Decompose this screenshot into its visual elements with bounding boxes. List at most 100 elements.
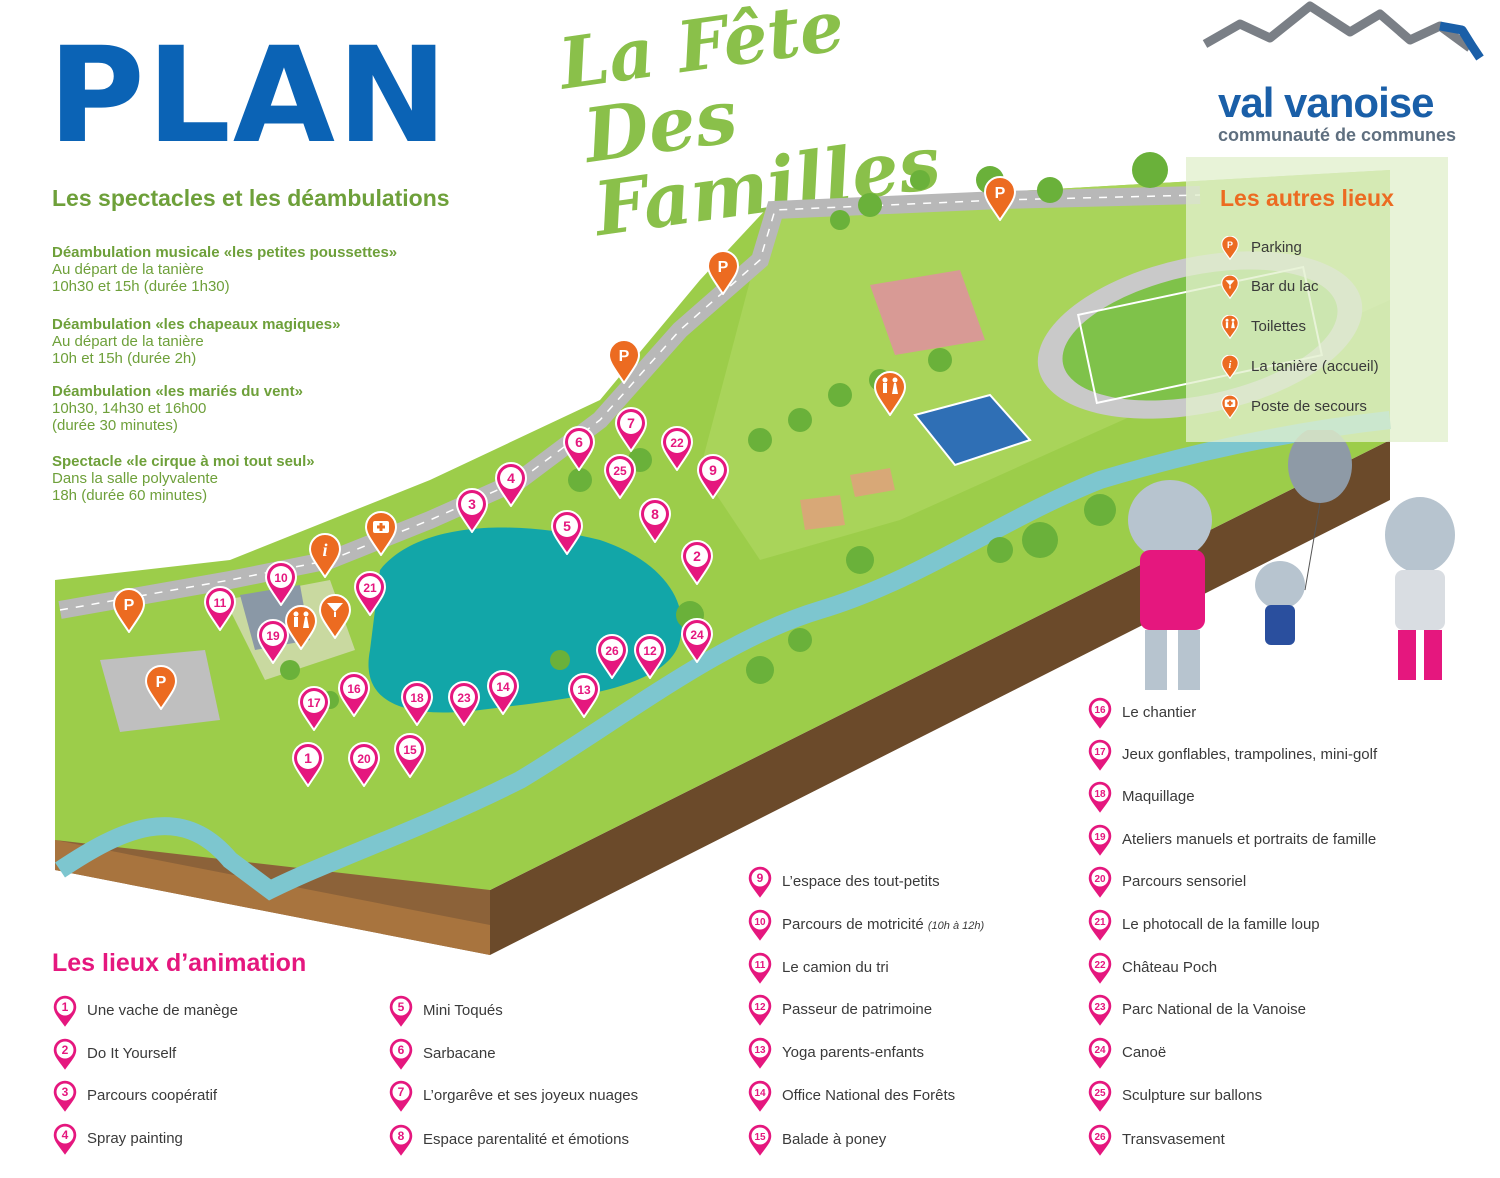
map-marker-5[interactable]: 5 — [550, 509, 584, 555]
other-places-title: Les autres lieux — [1220, 185, 1394, 211]
svg-text:18: 18 — [1094, 789, 1106, 800]
map-first-aid-marker[interactable] — [364, 510, 398, 556]
number-pin-icon: 1 — [52, 995, 78, 1029]
svg-text:14: 14 — [754, 1088, 766, 1099]
map-marker-24[interactable]: 24 — [680, 617, 714, 663]
map-marker-number: 5 — [563, 518, 571, 534]
other-place-label: La tanière (accueil) — [1251, 358, 1379, 375]
map-marker-15[interactable]: 15 — [393, 732, 427, 778]
spectacle-item: Spectacle «le cirque à moi tout seul» Da… — [52, 453, 472, 504]
map-marker-13[interactable]: 13 — [567, 672, 601, 718]
map-marker-number: 21 — [363, 581, 377, 595]
map-marker-7[interactable]: 7 — [614, 406, 648, 452]
legend-label: Parcours sensoriel — [1122, 873, 1247, 890]
number-pin-icon: 5 — [388, 995, 414, 1029]
spectacle-item: Déambulation «les mariés du vent» 10h30,… — [52, 383, 472, 434]
map-marker-18[interactable]: 18 — [400, 680, 434, 726]
map-marker-17[interactable]: 17 — [297, 685, 331, 731]
spectacle-detail: 18h (durée 60 minutes) — [52, 487, 208, 504]
number-pin-icon: 18 — [1087, 781, 1113, 815]
legend-label: Ateliers manuels et portraits de famille — [1122, 831, 1377, 848]
map-toilets-marker[interactable] — [284, 604, 318, 650]
wolf-family-mascot — [1128, 430, 1455, 690]
legend-label: Sarbacane — [423, 1045, 496, 1062]
map-marker-14[interactable]: 14 — [486, 669, 520, 715]
map-marker-6[interactable]: 6 — [562, 425, 596, 471]
svg-text:13: 13 — [754, 1045, 766, 1056]
map-marker-1[interactable]: 1 — [291, 741, 325, 787]
svg-text:12: 12 — [754, 1002, 766, 1013]
map-marker-number: 13 — [577, 683, 591, 697]
mountain-logo-icon — [1202, 1, 1484, 61]
map-marker-10[interactable]: 10 — [264, 560, 298, 606]
map-marker-number: 17 — [307, 696, 321, 710]
svg-text:20: 20 — [1094, 874, 1106, 885]
svg-text:i: i — [322, 540, 327, 560]
legend-label: Maquillage — [1122, 788, 1195, 805]
map-marker-19[interactable]: 19 — [256, 618, 290, 664]
map-marker-23[interactable]: 23 — [447, 680, 481, 726]
number-pin-icon: 17 — [1087, 739, 1113, 773]
map-info-marker[interactable]: i — [308, 532, 342, 578]
map-marker-2[interactable]: 2 — [680, 539, 714, 585]
other-place-label: Poste de secours — [1251, 398, 1367, 415]
number-pin-icon: 26 — [1087, 1124, 1113, 1158]
map-marker-4[interactable]: 4 — [494, 461, 528, 507]
svg-text:P: P — [718, 259, 729, 276]
map-marker-number: 7 — [627, 415, 635, 431]
map-marker-25[interactable]: 25 — [603, 453, 637, 499]
animation-places-title: Les lieux d’animation — [52, 949, 307, 977]
map-marker-11[interactable]: 11 — [203, 585, 237, 631]
map-parking-marker[interactable]: P — [706, 249, 740, 295]
svg-text:P: P — [995, 185, 1006, 202]
map-marker-number: 3 — [468, 496, 476, 512]
map-marker-21[interactable]: 21 — [353, 570, 387, 616]
map-marker-16[interactable]: 16 — [337, 671, 371, 717]
svg-text:24: 24 — [1094, 1045, 1106, 1056]
map-marker-26[interactable]: 26 — [595, 633, 629, 679]
map-marker-number: 12 — [643, 644, 657, 658]
svg-text:P: P — [156, 674, 167, 691]
map-bar-marker[interactable] — [318, 593, 352, 639]
map-parking-marker[interactable]: P — [144, 664, 178, 710]
spectacle-item: Déambulation «les chapeaux magiques» Au … — [52, 316, 472, 367]
svg-text:P: P — [124, 597, 135, 614]
parking-icon: P — [1221, 236, 1239, 260]
svg-text:22: 22 — [1094, 960, 1106, 971]
map-parking-marker[interactable]: P — [983, 175, 1017, 221]
map-marker-number: 24 — [690, 628, 704, 642]
map-marker-22[interactable]: 22 — [660, 425, 694, 471]
spectacles-title: Les spectacles et les déambulations — [52, 185, 450, 211]
legend-label: Le camion du tri — [782, 959, 889, 976]
balloon-icon — [1288, 430, 1352, 503]
svg-text:P: P — [1227, 240, 1233, 250]
legend-label: Le chantier — [1122, 704, 1197, 721]
map-marker-number: 14 — [496, 680, 510, 694]
map-parking-marker[interactable]: P — [607, 338, 641, 384]
svg-text:i: i — [1229, 360, 1232, 371]
map-marker-8[interactable]: 8 — [638, 497, 672, 543]
svg-text:25: 25 — [1094, 1088, 1106, 1099]
map-marker-number: 16 — [347, 682, 361, 696]
spectacle-item: Déambulation musicale «les petites pouss… — [52, 244, 472, 295]
spectacle-name: Spectacle «le cirque à moi tout seul» — [52, 453, 315, 470]
number-pin-icon: 10 — [747, 909, 773, 943]
map-marker-3[interactable]: 3 — [455, 487, 489, 533]
legend-label: Château Poch — [1122, 959, 1218, 976]
map-marker-number: 25 — [613, 464, 627, 478]
number-pin-icon: 6 — [388, 1038, 414, 1072]
map-parking-marker[interactable]: P — [112, 587, 146, 633]
svg-text:23: 23 — [1094, 1002, 1106, 1013]
map-marker-9[interactable]: 9 — [696, 453, 730, 499]
svg-text:10: 10 — [754, 917, 766, 928]
number-pin-icon: 24 — [1087, 1037, 1113, 1071]
logo-subtitle: communauté de communes — [1218, 125, 1457, 145]
svg-text:P: P — [619, 348, 630, 365]
map-marker-number: 26 — [605, 644, 619, 658]
spectacle-detail: 10h et 15h (durée 2h) — [52, 350, 197, 367]
other-place-label: Toilettes — [1251, 318, 1307, 335]
map-toilets-marker[interactable] — [873, 370, 907, 416]
map-marker-number: 10 — [274, 571, 288, 585]
map-marker-12[interactable]: 12 — [633, 633, 667, 679]
map-marker-20[interactable]: 20 — [347, 741, 381, 787]
